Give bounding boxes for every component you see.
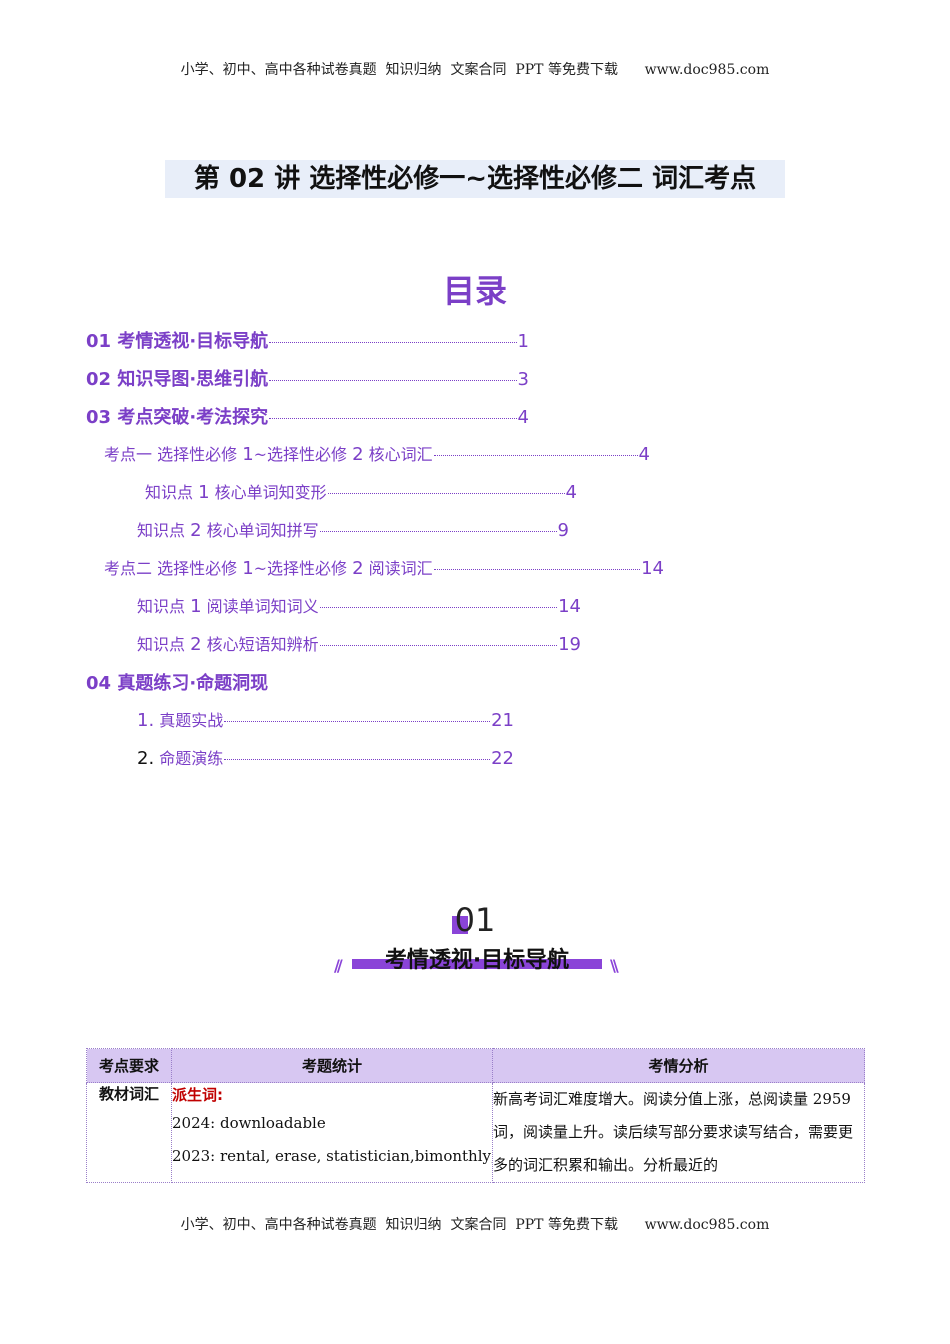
dot-leader [269, 380, 517, 381]
toc-entry-label: 考点二 选择性必修 1~选择性必修 2 阅读词汇 [104, 558, 433, 579]
toc-entry[interactable]: 知识点 1 阅读单词知词义 14 [137, 593, 581, 623]
page-header: 小学、初中、高中各种试卷真题 知识归纳 文案合同 PPT 等免费下载 www.d… [180, 62, 770, 78]
toc-entry-label: 02 知识导图·思维引航 [86, 369, 269, 390]
toc-entry[interactable]: 考点一 选择性必修 1~选择性必修 2 核心词汇 4 [104, 441, 650, 471]
column-header: 考情分析 [492, 1048, 865, 1083]
section-title: 考情透视·目标导航 [384, 948, 570, 973]
toc-entry-label: 知识点 2 核心短语知辨析 [137, 634, 319, 655]
dot-leader [319, 645, 558, 646]
derivative-label: 派生词: [172, 1086, 223, 1104]
toc-entry[interactable]: 考点二 选择性必修 1~选择性必修 2 阅读词汇 14 [104, 555, 664, 585]
column-header: 考题统计 [171, 1048, 493, 1083]
toc-entry-label: 知识点 1 阅读单词知词义 [137, 596, 319, 617]
toc-entry[interactable]: 03 考点突破·考法探究 4 [86, 403, 529, 433]
column-header: 考点要求 [86, 1048, 172, 1083]
toc-entry[interactable]: 04 真题练习·命题洞现 [86, 669, 386, 699]
decorative-slashes-left: // [334, 956, 343, 975]
toc-entry-page: 1 [517, 331, 529, 352]
toc-entry[interactable]: 2. 命题演练 22 [137, 745, 514, 775]
dot-leader [319, 607, 558, 608]
table-header-row: 考点要求 考题统计 考情分析 [86, 1048, 865, 1083]
toc-entry-page: 21 [491, 710, 514, 731]
stat-line: 2023: rental, erase, statistician,bimont… [172, 1147, 492, 1165]
toc-heading: 目录 [442, 272, 507, 310]
toc-entry-page: 19 [558, 634, 581, 655]
dot-leader [319, 531, 557, 532]
page-footer: 小学、初中、高中各种试卷真题 知识归纳 文案合同 PPT 等免费下载 www.d… [180, 1217, 770, 1233]
toc-entry-page: 9 [557, 520, 569, 541]
toc-entry[interactable]: 知识点 1 核心单词知变形 4 [145, 479, 577, 509]
toc-entry[interactable]: 1. 真题实战 21 [137, 707, 514, 737]
requirement-cell: 教材词汇 [86, 1082, 172, 1183]
toc-entry-label: 04 真题练习·命题洞现 [86, 673, 269, 694]
table-row: 教材词汇 派生词: 2024: downloadable 2023: renta… [86, 1082, 865, 1183]
section-number-accent [452, 916, 468, 934]
section-banner-bar [352, 959, 602, 969]
toc-entry-page: 4 [565, 482, 577, 503]
toc-entry-page: 4 [517, 407, 529, 428]
toc-entry[interactable]: 02 知识导图·思维引航 3 [86, 365, 529, 395]
toc-entry-label: 考点一 选择性必修 1~选择性必修 2 核心词汇 [104, 444, 433, 465]
dot-leader [224, 721, 491, 722]
statistics-cell: 派生词: 2024: downloadable 2023: rental, er… [171, 1082, 493, 1183]
dot-leader [269, 418, 517, 419]
toc-entry[interactable]: 01 考情透视·目标导航 1 [86, 327, 529, 357]
exam-analysis-table: 考点要求 考题统计 考情分析 教材词汇 派生词: 2024: downloada… [86, 1048, 865, 1183]
stat-line: 2024: downloadable [172, 1114, 326, 1132]
document-title: 第 02 讲 选择性必修一~选择性必修二 词汇考点 [165, 160, 785, 198]
section-banner: 考情透视·目标导航 [352, 942, 602, 973]
dot-leader [269, 342, 517, 343]
toc-entry-label: 03 考点突破·考法探究 [86, 407, 269, 428]
toc-entry-label: 知识点 2 核心单词知拼写 [137, 520, 319, 541]
analysis-cell: 新高考词汇难度增大。阅读分值上涨，总阅读量 2959 词，阅读量上升。读后续写部… [492, 1082, 865, 1183]
dot-leader [327, 493, 565, 494]
section-number: 01 [454, 901, 496, 939]
toc-entry[interactable]: 知识点 2 核心短语知辨析 19 [137, 631, 581, 661]
dot-leader [433, 455, 638, 456]
toc-entry-page: 3 [517, 369, 529, 390]
toc-entry-label: 1. 真题实战 [137, 710, 224, 731]
toc-entry-page: 14 [641, 558, 664, 579]
dot-leader [433, 569, 641, 570]
toc-entry-label: 01 考情透视·目标导航 [86, 331, 269, 352]
dot-leader [224, 759, 491, 760]
toc-entry[interactable]: 知识点 2 核心单词知拼写 9 [137, 517, 569, 547]
toc-entry-page: 14 [558, 596, 581, 617]
toc-entry-label: 知识点 1 核心单词知变形 [145, 482, 327, 503]
toc-entry-label: 2. 命题演练 [137, 748, 224, 769]
toc-entry-page: 22 [491, 748, 514, 769]
decorative-slashes-right: \\ [610, 956, 619, 975]
toc-entry-page: 4 [638, 444, 650, 465]
